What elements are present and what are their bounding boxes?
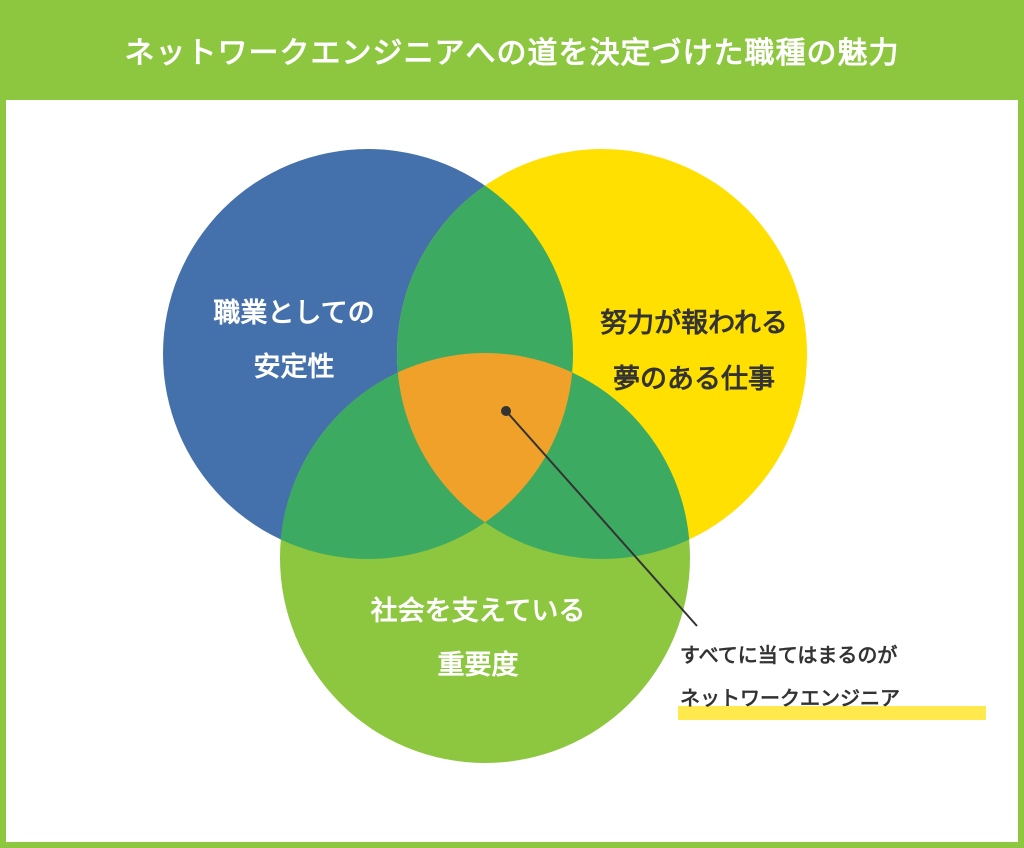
label-social-line2: 重要度 — [438, 649, 519, 681]
label-stability-line2: 安定性 — [254, 351, 335, 383]
diagram-canvas: 職業としての 安定性 努力が報われる 夢のある仕事 社会を支えている 重要度 す… — [6, 100, 1018, 842]
callout-line1: すべてに当てはまるのが — [680, 643, 897, 667]
callout-line2: ネットワークエンジニア — [680, 686, 900, 710]
header-bar: ネットワークエンジニアへの道を決定づけた職種の魅力 — [6, 0, 1018, 100]
label-rewarding-line1: 努力が報われる — [600, 307, 788, 339]
label-stability-line1: 職業としての — [213, 298, 374, 329]
venn-diagram: 職業としての 安定性 努力が報われる 夢のある仕事 社会を支えている 重要度 す… — [163, 149, 986, 763]
callout-dot — [501, 406, 511, 416]
callout-highlight — [678, 706, 986, 720]
label-rewarding-line2: 夢のある仕事 — [613, 364, 775, 395]
label-social-line1: 社会を支えている — [371, 595, 586, 627]
page-title: ネットワークエンジニアへの道を決定づけた職種の魅力 — [124, 36, 900, 71]
callout-line — [505, 410, 698, 627]
